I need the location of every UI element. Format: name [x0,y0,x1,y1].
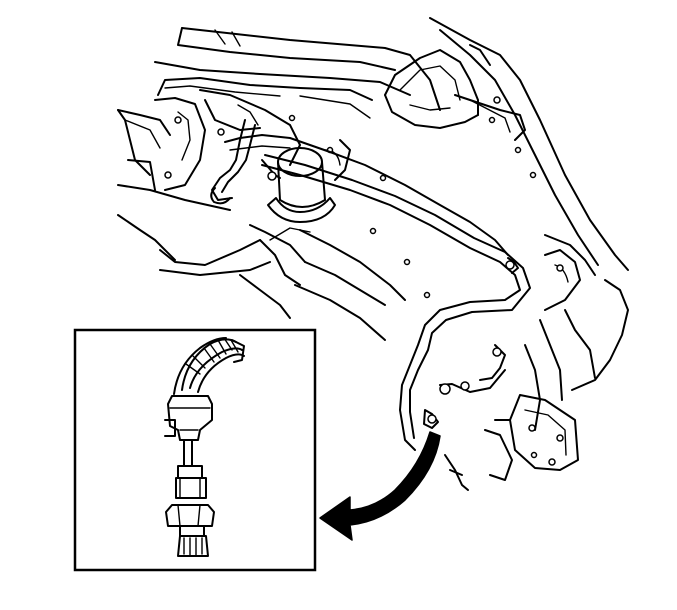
callout-arrow [319,431,441,541]
refrigerant-line [224,134,531,451]
pressure-switch [165,465,215,557]
pressure-switch-location [423,344,506,429]
wiring-harness-connector [164,337,245,467]
engine-compartment-illustration [117,17,629,491]
detail-inset [73,328,317,572]
